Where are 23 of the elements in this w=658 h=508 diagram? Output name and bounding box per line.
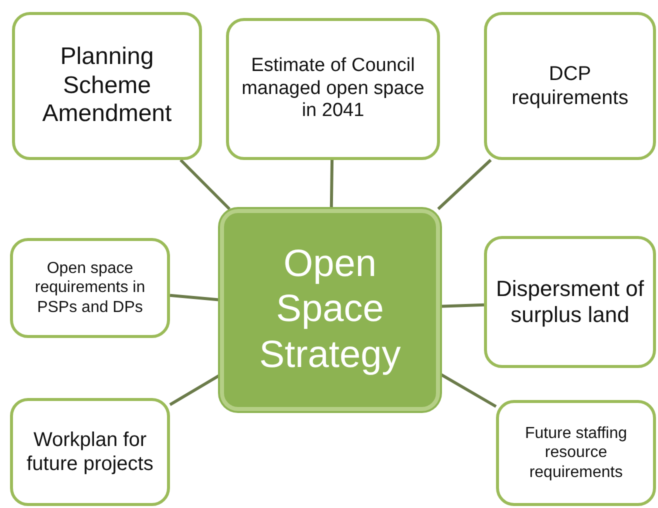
node-label: Planning Scheme Amendment bbox=[41, 42, 173, 130]
topic-box bbox=[10, 398, 170, 506]
connector-line bbox=[440, 303, 484, 308]
topic-box bbox=[484, 236, 656, 368]
connector-line bbox=[439, 372, 497, 408]
connector-line bbox=[330, 160, 334, 210]
node-label: Dispersment of surplus land bbox=[495, 276, 645, 328]
node-label: DCP requirements bbox=[510, 62, 630, 110]
topic-box bbox=[496, 400, 656, 506]
connector-line bbox=[180, 158, 231, 210]
topic-box bbox=[10, 238, 170, 338]
node-label: Open Space Strategy bbox=[258, 242, 402, 378]
node-label: Workplan for future projects bbox=[26, 428, 154, 476]
connector-line bbox=[437, 158, 492, 210]
node-label: Future staffing resource requirements bbox=[524, 424, 628, 482]
connector-line bbox=[169, 374, 221, 406]
connector-line bbox=[170, 294, 220, 302]
node-label: Open space requirements in PSPs and DPs bbox=[34, 259, 146, 317]
node-label: Estimate of Council managed open space in 2041 bbox=[240, 54, 426, 124]
topic-box bbox=[484, 12, 656, 160]
central-topic-box bbox=[220, 209, 440, 411]
topic-box bbox=[226, 18, 440, 160]
topic-box bbox=[12, 12, 202, 160]
